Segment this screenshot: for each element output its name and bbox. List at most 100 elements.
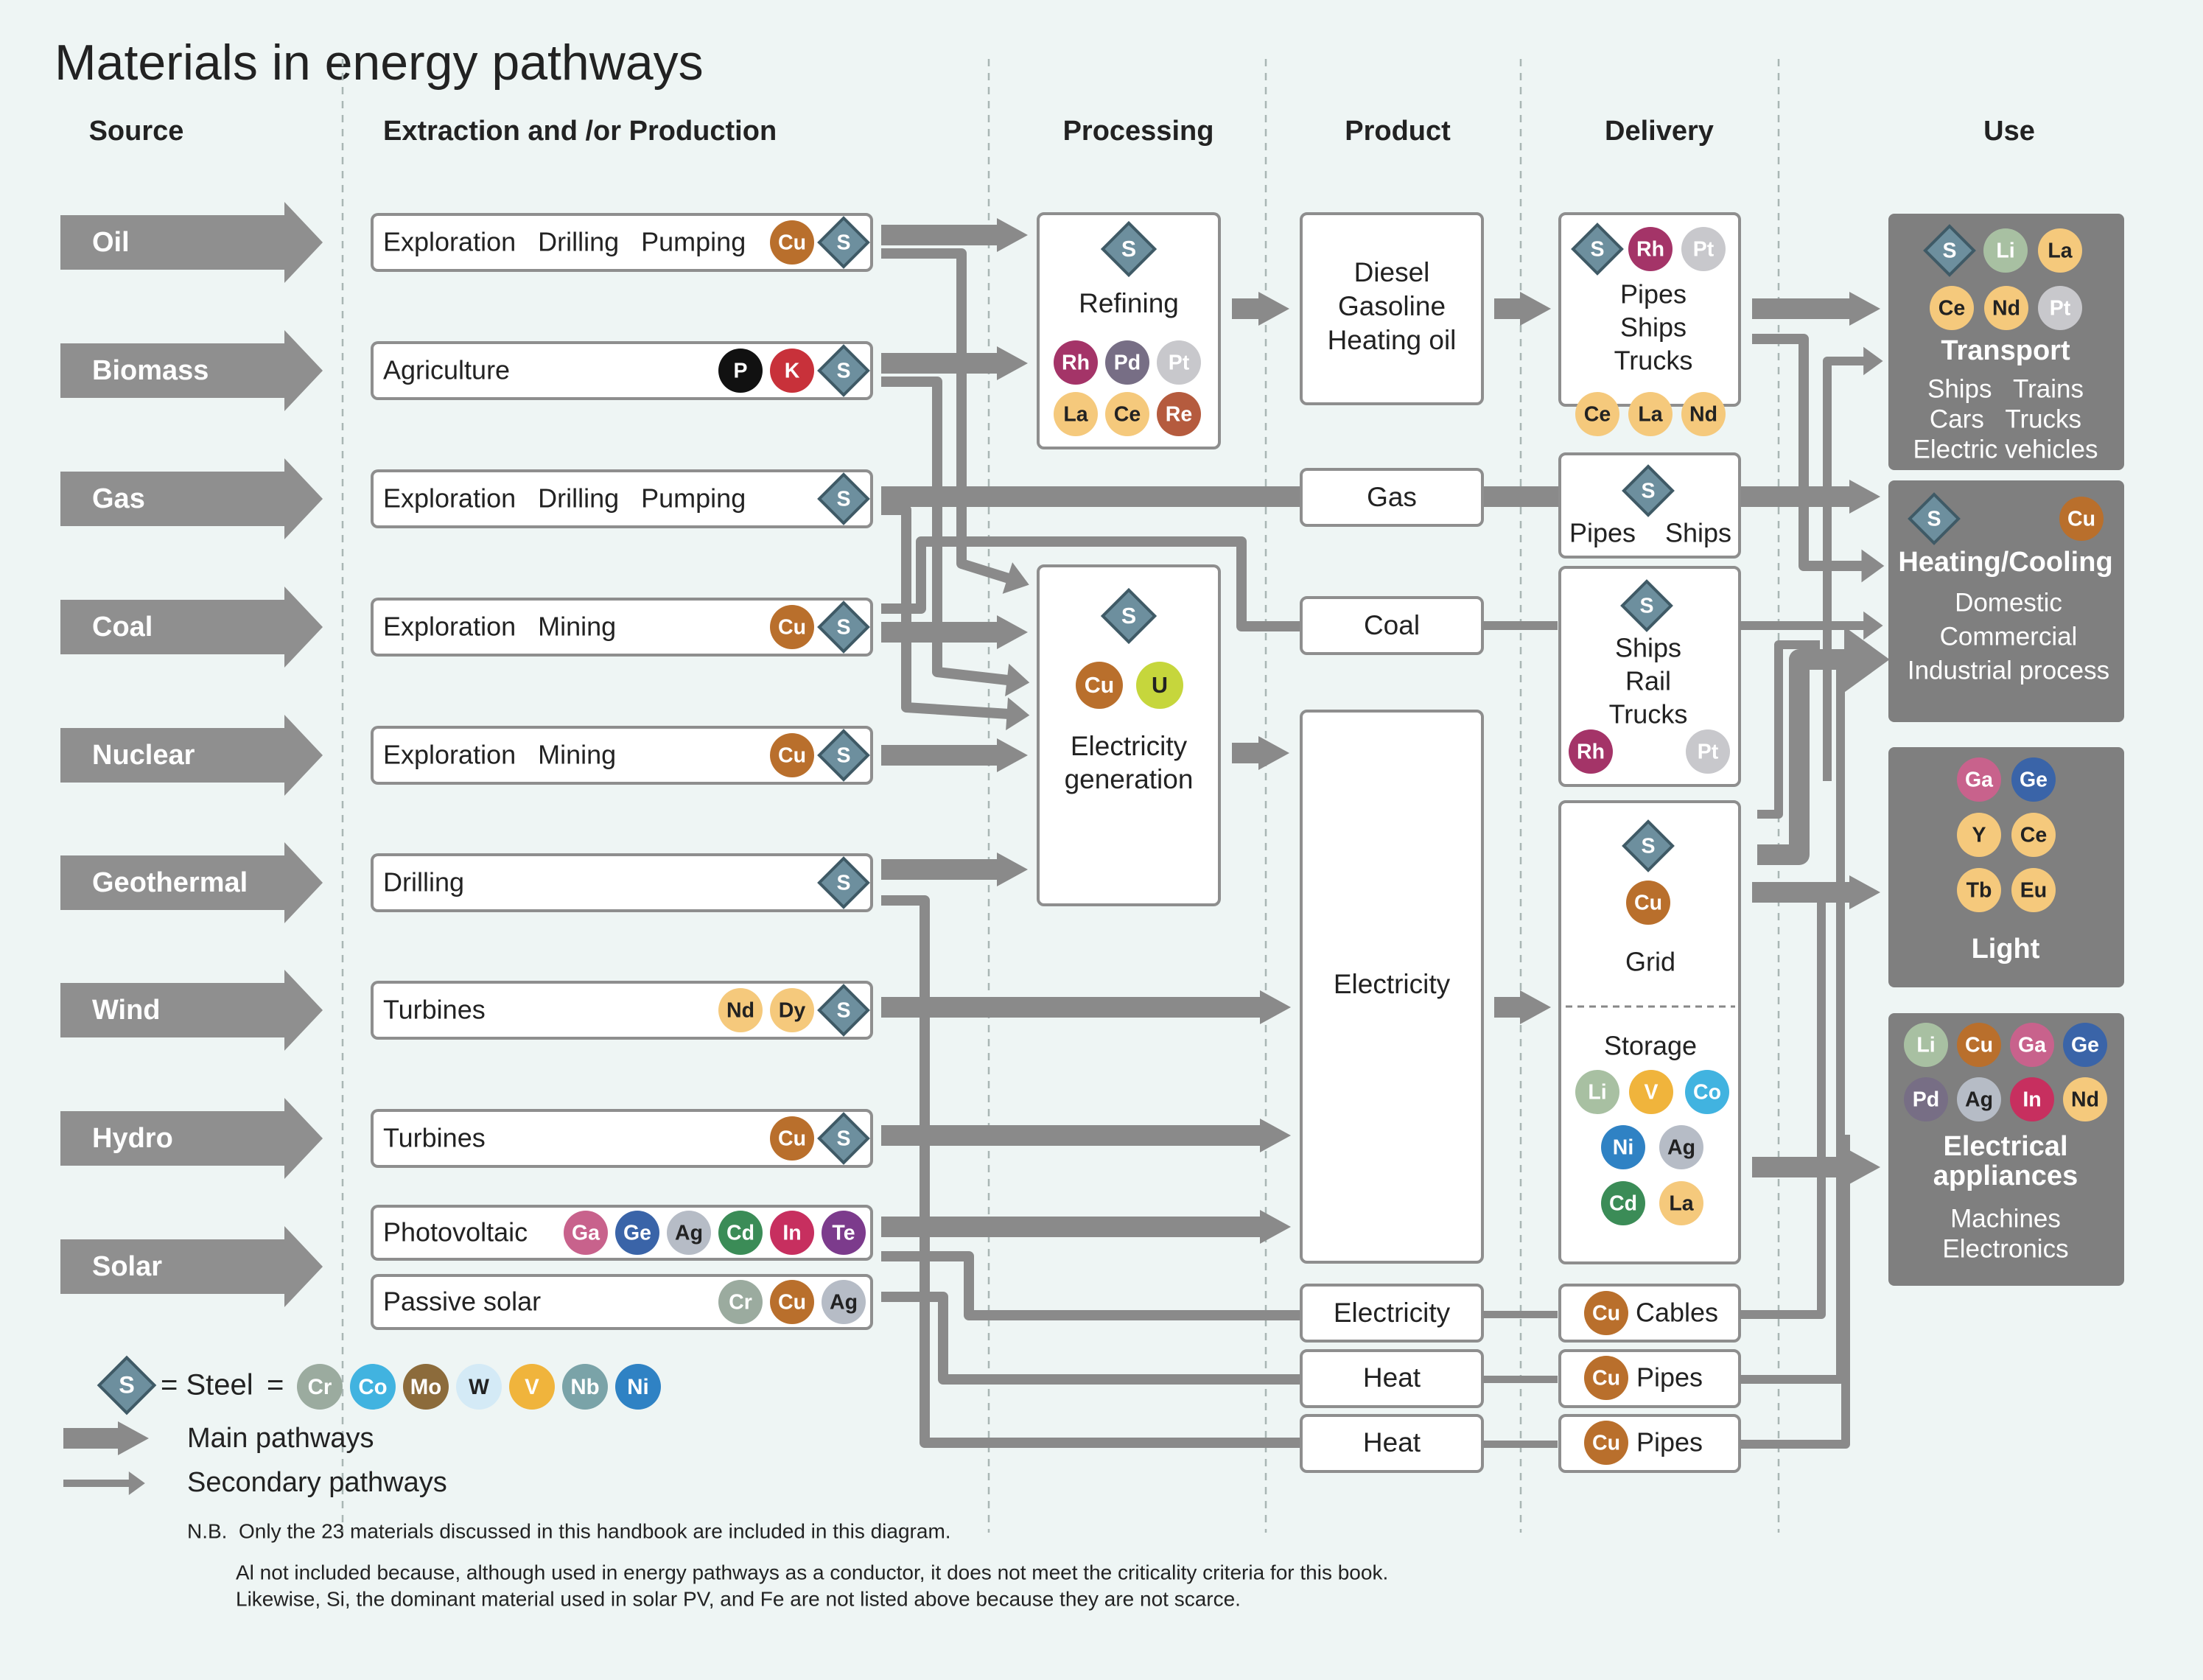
product-electricity-box (1300, 710, 1484, 1264)
product-gas-label: Gas (1367, 482, 1417, 512)
material-symbol: Nd (2071, 1088, 2099, 1112)
material-symbol: Ag (1965, 1088, 1993, 1112)
material-ga-icon: Ga (2010, 1023, 2054, 1067)
secondary-pipes-to-heating (1740, 659, 1875, 1384)
use-transport-line: Cars Trucks (1930, 405, 2081, 433)
material-symbol: Te (832, 1222, 855, 1245)
steel-symbol: S (836, 360, 850, 383)
material-ce-icon: Ce (2011, 813, 2056, 857)
delivery-coal-label: Ships (1615, 633, 1681, 663)
material-s-icon: S (817, 216, 870, 269)
secondary-pv-to-electricity-small (881, 1251, 1306, 1320)
material-co-icon: Co (1685, 1070, 1729, 1114)
material-cu-icon: Cu (770, 605, 814, 649)
material-s-icon: S (817, 984, 870, 1037)
material-symbol: Li (1996, 239, 2014, 263)
material-symbol: Pt (1698, 741, 1719, 764)
legend-main-label: Main pathways (187, 1423, 374, 1454)
material-symbol: Pt (1169, 351, 1190, 375)
source-arrow-wind (60, 970, 323, 1051)
note-line: N.B. Only the 23 materials discussed in … (187, 1519, 951, 1542)
extraction-box (371, 726, 873, 785)
material-symbol: Mo (410, 1375, 442, 1399)
material-symbol: La (2048, 239, 2073, 263)
material-s-icon: S (817, 856, 870, 909)
material-s-icon: S (817, 601, 870, 654)
material-symbol: Ge (2071, 1034, 2099, 1057)
electricity-generation-label: Electricity (1071, 731, 1188, 761)
material-symbol: W (469, 1375, 489, 1399)
material-ce-icon: Ce (1575, 392, 1619, 436)
product-gas-box (1300, 468, 1484, 527)
arrow-gas-to-heating (1739, 480, 1880, 514)
material-ge-icon: Ge (615, 1211, 659, 1255)
material-u-icon: U (1136, 662, 1183, 709)
delivery-coal-box (1558, 566, 1741, 787)
steel-symbol: S (836, 616, 850, 640)
material-cu-icon: Cu (1584, 1291, 1628, 1335)
arrow-pv-to-electricity (881, 1210, 1291, 1244)
source-label-hydro: Hydro (92, 1123, 173, 1154)
material-s-icon: S (817, 729, 870, 782)
note-line: Likewise, Si, the dominant material used… (236, 1587, 1241, 1610)
extraction-box (371, 213, 873, 272)
source-label-coal: Coal (92, 612, 153, 643)
delivery-pipes-label: Pipes (1636, 1427, 1703, 1457)
header-delivery: Delivery (1605, 116, 1714, 147)
source-arrow-oil (60, 202, 323, 283)
extraction-label: Exploration Drilling Pumping (383, 483, 746, 514)
material-pd-icon: Pd (1105, 340, 1149, 385)
steel-symbol: S (836, 1127, 850, 1151)
material-symbol: Co (358, 1375, 387, 1399)
material-w-icon: W (456, 1364, 502, 1410)
material-pd-icon: Pd (1904, 1077, 1948, 1121)
material-symbol: U (1152, 673, 1168, 698)
use-heating-line: Industrial process (1908, 656, 2109, 685)
secondary-passive-solar-to-heat (881, 1292, 1306, 1385)
material-cu-icon: Cu (770, 1116, 814, 1161)
arrow-wind-to-electricity (881, 990, 1291, 1024)
delivery-fuels-label: Pipes (1620, 279, 1687, 309)
material-symbol: Nd (1689, 403, 1717, 427)
arrow-electricity-to-grid (1494, 990, 1551, 1024)
extraction-label: Drilling (383, 867, 464, 897)
material-li-icon: Li (1575, 1070, 1619, 1114)
material-symbol: Ni (627, 1375, 648, 1399)
arrow-head (1002, 562, 1029, 594)
material-symbol: Ge (2020, 769, 2048, 792)
steel-symbol: S (1942, 239, 1956, 263)
material-cu-icon: Cu (770, 1280, 814, 1324)
material-symbol: Nb (570, 1375, 599, 1399)
material-symbol: Li (1916, 1034, 1935, 1057)
extraction-box (371, 853, 873, 912)
extraction-label: Turbines (383, 995, 486, 1025)
material-s-icon: S (1622, 464, 1675, 517)
steel-symbol: S (836, 488, 850, 511)
material-symbol: Rh (1577, 741, 1605, 764)
material-symbol: Cu (1592, 1302, 1620, 1326)
material-symbol: Ga (1965, 769, 1994, 792)
product-heat-label: Heat (1363, 1362, 1421, 1393)
source-label-wind: Wind (92, 995, 161, 1026)
extraction-box (371, 598, 873, 657)
material-symbol: Ce (2020, 824, 2047, 847)
delivery-pipes-label: Pipes (1636, 1362, 1703, 1393)
steel-symbol: S (1121, 603, 1136, 629)
delivery-cables-label: Cables (1636, 1298, 1718, 1328)
material-symbol: La (1669, 1192, 1694, 1216)
material-symbol: Cu (778, 1127, 806, 1151)
material-ce-icon: Ce (1105, 392, 1149, 436)
use-transport-line: Electric vehicles (1913, 435, 2098, 463)
secondary-geothermal-to-heat (881, 895, 1306, 1448)
use-appliances-box (1888, 1013, 2124, 1286)
material-symbol: Dy (779, 999, 806, 1023)
material-in-icon: In (770, 1211, 814, 1255)
extraction-label: Exploration Drilling Pumping (383, 227, 746, 257)
arrow-oil-to-refining (881, 218, 1028, 252)
material-symbol: Ce (1584, 403, 1611, 427)
steel-symbol: S (1121, 237, 1136, 262)
secondary-fuels-to-heating (1752, 334, 1875, 571)
delivery-coal-label: Rail (1625, 666, 1671, 696)
arrow-fuels-to-delivery (1494, 292, 1551, 326)
